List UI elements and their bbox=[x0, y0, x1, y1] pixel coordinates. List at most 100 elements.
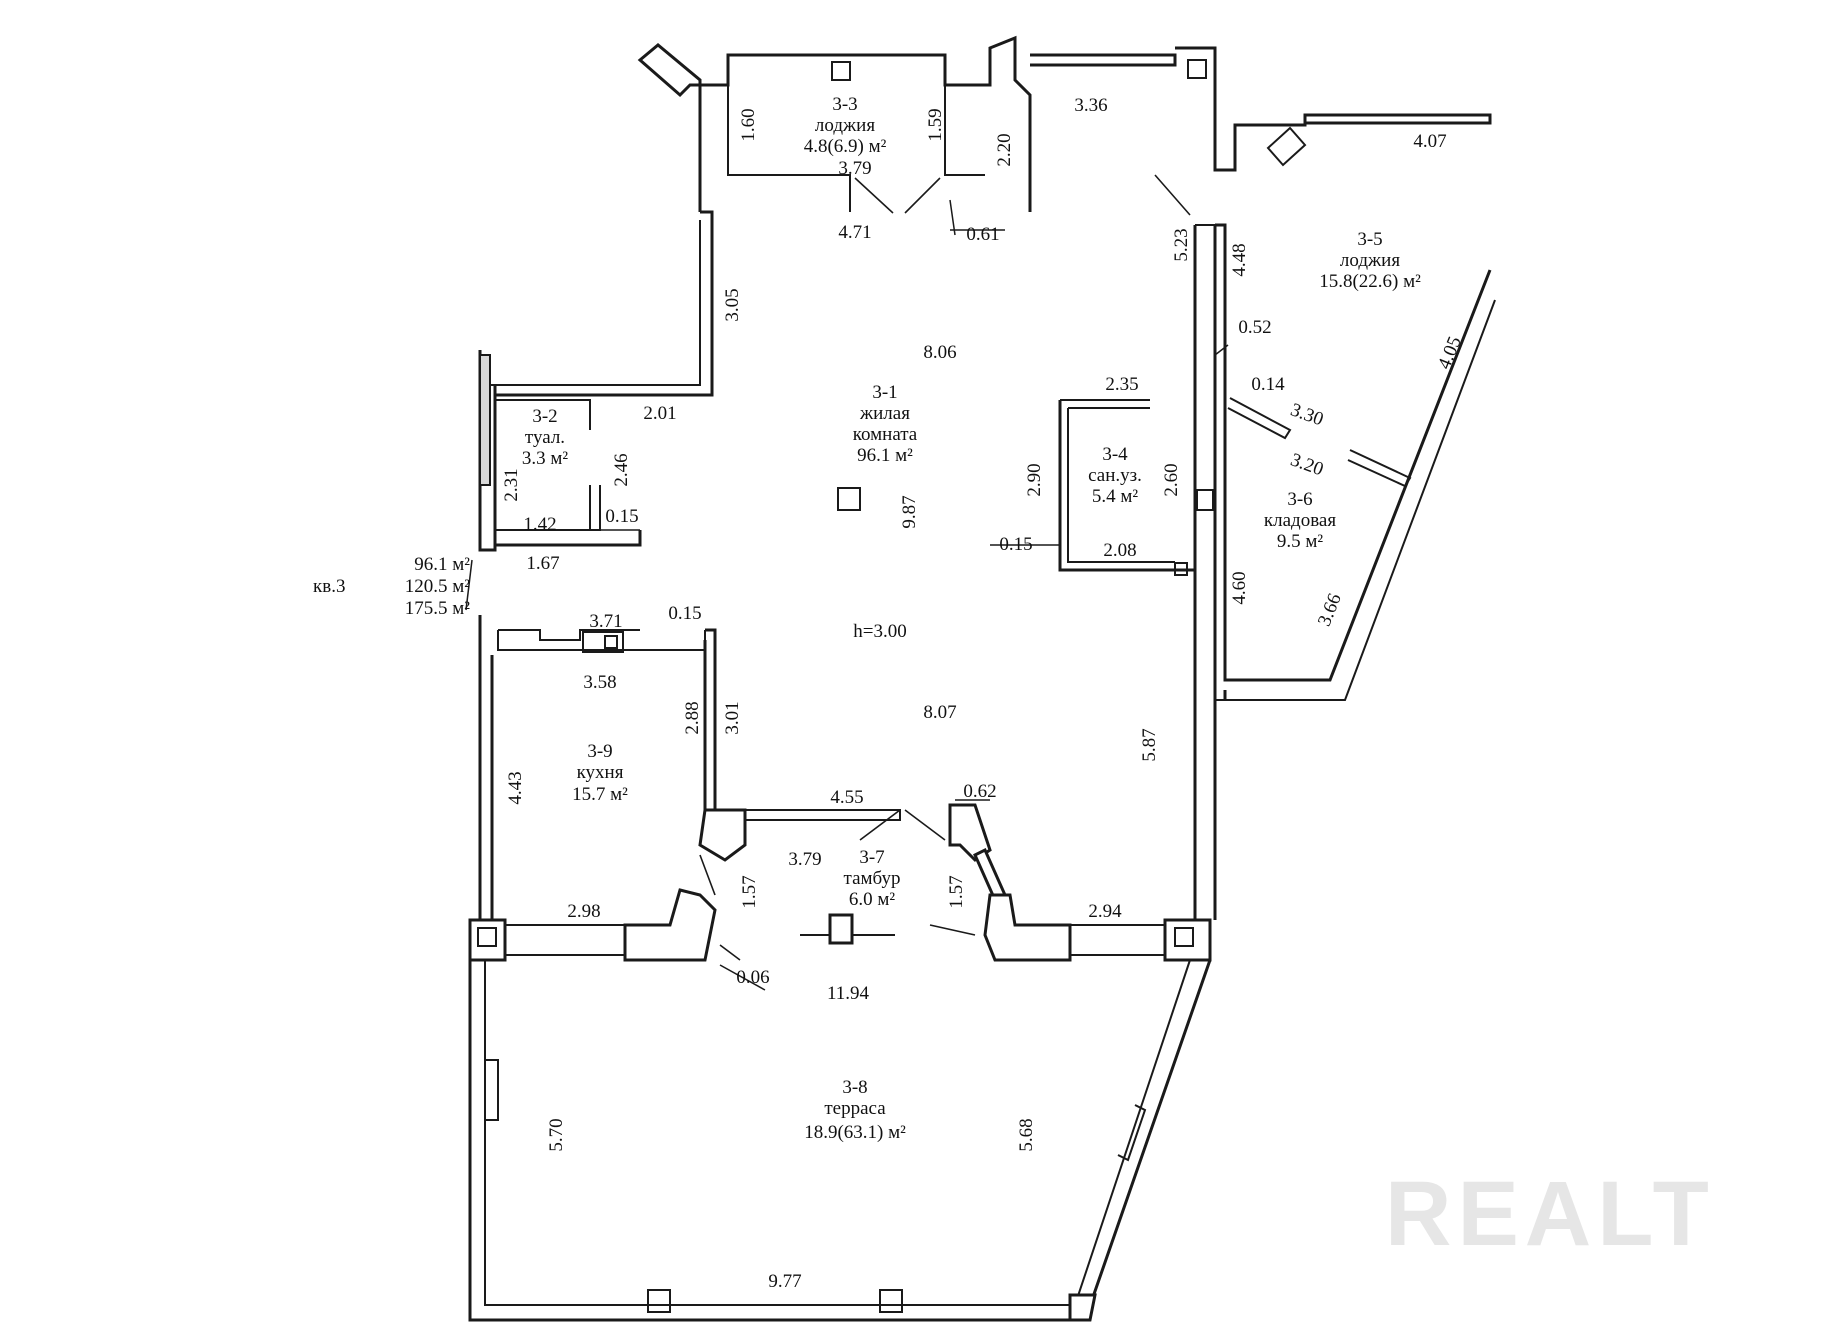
dim-label: 1.57 bbox=[739, 875, 760, 908]
dim-label: 4.43 bbox=[505, 771, 526, 804]
room-area: 18.9(63.1) м² bbox=[804, 1122, 906, 1143]
dim-label: 3.36 bbox=[1074, 95, 1107, 116]
dim-label: 3.58 bbox=[583, 672, 616, 693]
dim-label: 3.20 bbox=[1288, 449, 1326, 480]
dim-label: 2.94 bbox=[1088, 901, 1122, 922]
dim-label: 3.30 bbox=[1288, 399, 1326, 430]
dim-label: 9.77 bbox=[768, 1271, 801, 1292]
dim-label: 0.15 bbox=[999, 534, 1032, 555]
dim-label: 4.71 bbox=[838, 222, 871, 243]
dimensions: 3.79 4.71 0.61 3.36 4.07 8.06 0.52 2.35 … bbox=[501, 95, 1466, 1292]
apartment-area-living: 96.1 м² bbox=[414, 554, 470, 575]
dim-label: 4.48 bbox=[1229, 243, 1250, 276]
dim-label: 5.87 bbox=[1139, 728, 1160, 761]
apartment-area-total: 120.5 м² bbox=[405, 576, 471, 597]
room-name: кладовая bbox=[1264, 510, 1336, 531]
dim-label: 0.06 bbox=[736, 967, 769, 988]
dim-label: 2.60 bbox=[1161, 463, 1182, 496]
room-id: 3-7 bbox=[859, 847, 884, 868]
room-name: тамбур bbox=[844, 868, 901, 889]
dim-label: 2.08 bbox=[1103, 540, 1136, 561]
walls bbox=[468, 35, 1496, 1322]
dim-label: 0.15 bbox=[605, 506, 638, 527]
dim-label: 2.98 bbox=[567, 901, 600, 922]
dim-label: 4.55 bbox=[830, 787, 863, 808]
column bbox=[837, 487, 861, 511]
room-area: 4.8(6.9) м² bbox=[804, 136, 887, 157]
room-id: 3-3 bbox=[832, 94, 857, 115]
dim-label: 5.68 bbox=[1016, 1118, 1037, 1151]
dim-label: 1.59 bbox=[925, 108, 946, 141]
door-lines bbox=[465, 174, 1229, 991]
room-name: сан.уз. bbox=[1088, 465, 1142, 486]
dim-label: 8.07 bbox=[923, 702, 956, 723]
room-3-5-label: 3-5 лоджия 15.8(22.6) м² bbox=[1319, 229, 1421, 292]
dim-label: 9.87 bbox=[899, 495, 920, 528]
dim-label: 1.42 bbox=[523, 514, 556, 535]
room-id: 3-2 bbox=[532, 406, 557, 427]
room-area: 6.0 м² bbox=[849, 889, 896, 910]
ceiling-height: h=3.00 bbox=[853, 621, 906, 642]
room-name: жилая bbox=[859, 403, 910, 424]
room-name: кухня bbox=[577, 762, 624, 783]
room-name: лоджия bbox=[815, 115, 875, 136]
dim-label: 1.60 bbox=[738, 108, 759, 141]
dim-label: 3.66 bbox=[1314, 591, 1346, 630]
room-id: 3-1 bbox=[872, 382, 897, 403]
room-id: 3-9 bbox=[587, 741, 612, 762]
dim-label: 3.79 bbox=[838, 158, 871, 179]
dim-label: 1.57 bbox=[946, 875, 967, 908]
room-area: 3.3 м² bbox=[522, 448, 569, 469]
room-id: 3-5 bbox=[1357, 229, 1382, 250]
dim-label: 3.71 bbox=[589, 611, 622, 632]
room-id: 3-4 bbox=[1102, 444, 1128, 465]
room-3-2-label: 3-2 туал. 3.3 м² bbox=[522, 406, 569, 469]
room-id: 3-6 bbox=[1287, 489, 1312, 510]
dim-label: 2.46 bbox=[611, 453, 632, 486]
room-3-6-label: 3-6 кладовая 9.5 м² bbox=[1264, 489, 1336, 552]
apartment-label: кв.3 bbox=[313, 576, 345, 597]
room-3-1-label: 3-1 жилая комната 96.1 м² bbox=[853, 382, 918, 466]
dim-label: 3.01 bbox=[722, 701, 743, 734]
dim-label: 11.94 bbox=[827, 983, 870, 1004]
room-area: 5.4 м² bbox=[1092, 486, 1139, 507]
apartment-summary: кв.3 96.1 м² 120.5 м² 175.5 м² bbox=[313, 554, 470, 619]
watermark-logo: REALT bbox=[1385, 1163, 1715, 1265]
room-name: лоджия bbox=[1340, 250, 1400, 271]
dim-label: 2.20 bbox=[994, 133, 1015, 166]
room-area: 9.5 м² bbox=[1277, 531, 1324, 552]
room-area: 15.8(22.6) м² bbox=[1319, 271, 1421, 292]
dim-label: 2.35 bbox=[1105, 374, 1138, 395]
room-3-3-label: 3-3 лоджия 4.8(6.9) м² bbox=[804, 94, 887, 157]
dim-label: 4.05 bbox=[1434, 334, 1466, 373]
dim-label: 3.05 bbox=[722, 288, 743, 321]
dim-label: 2.88 bbox=[682, 701, 703, 734]
room-3-7-label: 3-7 тамбур 6.0 м² bbox=[844, 847, 901, 910]
room-name: терраса bbox=[824, 1098, 886, 1119]
room-id: 3-8 bbox=[842, 1077, 867, 1098]
dim-label: 3.79 bbox=[788, 849, 821, 870]
dim-label: 2.31 bbox=[501, 468, 522, 501]
dim-label: 0.14 bbox=[1251, 374, 1285, 395]
dim-label: 0.61 bbox=[966, 224, 999, 245]
dim-label: 0.15 bbox=[668, 603, 701, 624]
room-name: комната bbox=[853, 424, 918, 445]
dim-label: 4.07 bbox=[1413, 131, 1446, 152]
room-3-4-label: 3-4 сан.уз. 5.4 м² bbox=[1088, 444, 1142, 507]
dim-label: 8.06 bbox=[923, 342, 956, 363]
dim-label: 0.62 bbox=[963, 781, 996, 802]
room-area: 96.1 м² bbox=[857, 445, 913, 466]
dim-label: 2.01 bbox=[643, 403, 676, 424]
dim-label: 1.67 bbox=[526, 553, 559, 574]
room-3-8-label: 3-8 терраса 18.9(63.1) м² bbox=[804, 1077, 906, 1143]
dim-label: 5.23 bbox=[1171, 228, 1192, 261]
dim-label: 5.70 bbox=[546, 1118, 567, 1151]
room-area: 15.7 м² bbox=[572, 784, 628, 805]
room-3-9-label: 3-9 кухня 15.7 м² bbox=[572, 741, 628, 805]
dim-label: 4.60 bbox=[1229, 571, 1250, 604]
dim-label: 0.52 bbox=[1238, 317, 1271, 338]
apartment-area-full: 175.5 м² bbox=[405, 598, 471, 619]
dim-label: 2.90 bbox=[1024, 463, 1045, 496]
room-name: туал. bbox=[525, 427, 565, 448]
